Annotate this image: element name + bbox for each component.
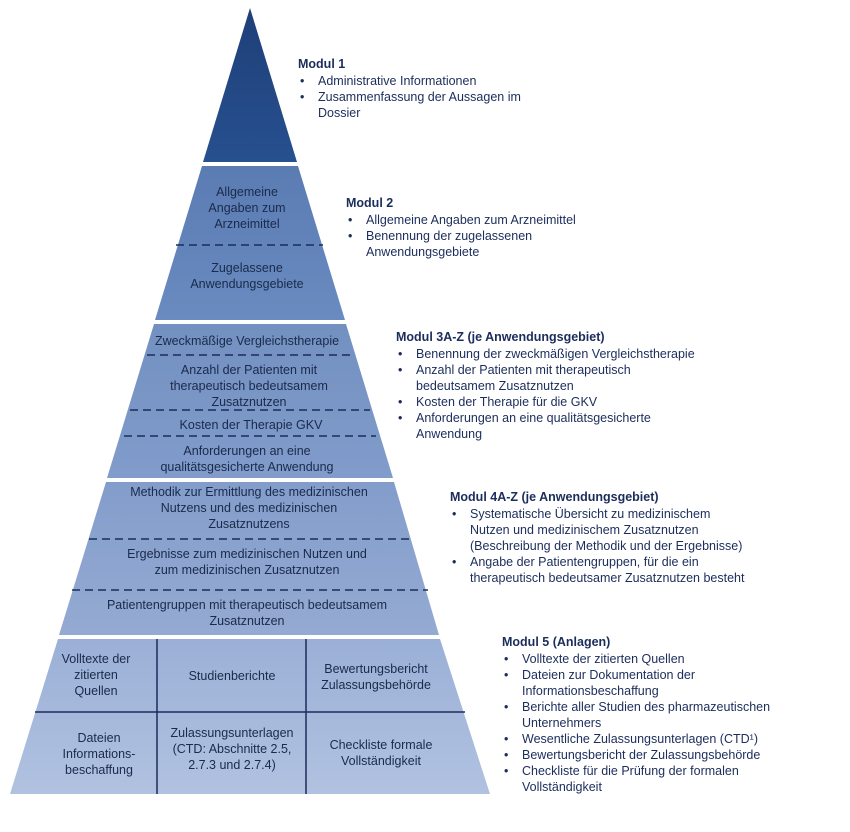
module-5-item: Dateien zur Dokumentation der Informatio…	[502, 667, 802, 699]
tier-4-box-3-label: Patientengruppen mit therapeutisch bedeu…	[107, 598, 387, 628]
pyramid-label-line: Arzneimittel	[214, 217, 279, 231]
pyramid-label-line: Anforderungen an eine	[183, 444, 310, 458]
pyramid-label-line: Dateien	[77, 731, 120, 745]
module-2-title: Modul 2	[346, 196, 394, 210]
module-1-panel: Modul 1 Administrative Informationen Zus…	[298, 56, 558, 121]
module-3-item: Kosten der Therapie für die GKV	[396, 394, 696, 410]
pyramid-label-line: Methodik zur Ermittlung des medizinische…	[130, 485, 368, 499]
module-4-title: Modul 4A-Z (je Anwendungsgebiet)	[450, 490, 659, 504]
pyramid-label-line: Zusatznutzen	[209, 614, 284, 628]
tier-4-box-2-label: Ergebnisse zum medizinischen Nutzen und z…	[127, 547, 367, 577]
pyramid-label-line: Bewertungsbericht	[324, 662, 428, 676]
module-1-item: Zusammenfassung der Aussagen im Dossier	[298, 89, 558, 121]
pyramid-label-line: 2.7.3 und 2.7.4)	[188, 758, 276, 772]
pyramid-label-line: therapeutisch bedeutsamem	[170, 379, 328, 393]
module-5-item: Wesentliche Zulassungsunterlagen (CTD¹)	[502, 731, 802, 747]
pyramid-label-line: Zweckmäßige Vergleichstherapie	[155, 334, 339, 348]
pyramid-label-line: Quellen	[74, 684, 117, 698]
pyramid-label-line: Studienberichte	[189, 669, 276, 683]
pyramid-label-line: Vollständigkeit	[341, 754, 421, 768]
module-2-item: Allgemeine Angaben zum Arzneimittel	[346, 212, 616, 228]
module-4-panel: Modul 4A-Z (je Anwendungsgebiet) Systema…	[450, 489, 750, 586]
pyramid-label-line: Angaben zum	[208, 201, 285, 215]
pyramid-label-line: Patientengruppen mit therapeutisch bedeu…	[107, 598, 387, 612]
pyramid-label-line: Volltexte der	[62, 652, 131, 666]
module-2-list: Allgemeine Angaben zum Arzneimittel Bene…	[346, 212, 616, 260]
pyramid-label-line: Zulassungsbehörde	[321, 678, 431, 692]
module-2-item: Benennung der zugelassenen Anwendungsgeb…	[346, 228, 616, 260]
module-3-item: Anzahl der Patienten mit therapeutisch b…	[396, 362, 696, 394]
module-3-list: Benennung der zweckmäßigen Vergleichsthe…	[396, 346, 696, 442]
pyramid-label-line: Zusatznutzens	[208, 517, 289, 531]
module-5-panel: Modul 5 (Anlagen) Volltexte der zitierte…	[502, 634, 802, 795]
pyramid-tier-4	[59, 482, 439, 635]
module-1-list: Administrative Informationen Zusammenfas…	[298, 73, 558, 121]
module-4-item: Angabe der Patientengruppen, für die ein…	[450, 554, 750, 586]
tier-4-box-1-label: Methodik zur Ermittlung des medizinische…	[130, 485, 368, 531]
pyramid-tier-5	[10, 639, 490, 794]
module-5-item: Bewertungsbericht der Zulassungsbehörde	[502, 747, 802, 763]
module-2-panel: Modul 2 Allgemeine Angaben zum Arzneimit…	[346, 195, 616, 260]
pyramid-label-line: Allgemeine	[216, 185, 278, 199]
module-5-item: Volltexte der zitierten Quellen	[502, 651, 802, 667]
pyramid-label-line: Zulassungsunterlagen	[171, 726, 294, 740]
tier-5-cell-5-label: Zulassungsunterlagen (CTD: Abschnitte 2.5…	[171, 726, 294, 772]
pyramid-label-line: beschaffung	[65, 763, 133, 777]
pyramid-tier-3	[107, 324, 393, 478]
pyramid-label-line: Nutzens und des medizinischen	[161, 501, 338, 515]
module-3-item: Anforderungen an eine qualitätsgesichert…	[396, 410, 696, 442]
tier-3-box-2-label: Anzahl der Patienten mit therapeutisch be…	[170, 363, 328, 409]
module-4-item: Systematische Übersicht zu medizinischem…	[450, 506, 750, 554]
module-3-title: Modul 3A-Z (je Anwendungsgebiet)	[396, 330, 605, 344]
module-5-list: Volltexte der zitierten Quellen Dateien …	[502, 651, 802, 795]
pyramid-label-line: Informations-	[63, 747, 136, 761]
module-3-panel: Modul 3A-Z (je Anwendungsgebiet) Benennu…	[396, 329, 696, 442]
tier-5-cell-2-label: Studienberichte	[189, 669, 276, 683]
module-3-item: Benennung der zweckmäßigen Vergleichsthe…	[396, 346, 696, 362]
pyramid-label-line: Anzahl der Patienten mit	[181, 363, 318, 377]
module-5-title: Modul 5 (Anlagen)	[502, 635, 611, 649]
module-1-item: Administrative Informationen	[298, 73, 558, 89]
pyramid-label-line: Zusatznutzen	[211, 395, 286, 409]
pyramid-label-line: qualitätsgesicherte Anwendung	[160, 460, 333, 474]
tier-3-box-3-label: Kosten der Therapie GKV	[180, 418, 324, 432]
module-1-title: Modul 1	[298, 57, 346, 71]
pyramid-tier-1	[203, 8, 297, 162]
pyramid-label-line: Anwendungsgebiete	[190, 277, 303, 291]
pyramid-tier-2	[155, 166, 345, 320]
pyramid-label-line: Kosten der Therapie GKV	[180, 418, 324, 432]
pyramid-label-line: zum medizinischen Zusatznutzen	[155, 563, 340, 577]
module-5-item: Checkliste für die Prüfung der formalen …	[502, 763, 802, 795]
tier-3-box-1-label: Zweckmäßige Vergleichstherapie	[155, 334, 339, 348]
module-4-list: Systematische Übersicht zu medizinischem…	[450, 506, 750, 586]
tier-3-box-4-label: Anforderungen an eine qualitätsgesicherte…	[160, 444, 333, 474]
pyramid-label-line: zitierten	[74, 668, 118, 682]
module-5-item: Berichte aller Studien des pharmazeutisc…	[502, 699, 802, 731]
pyramid-label-line: (CTD: Abschnitte 2.5,	[173, 742, 292, 756]
pyramid-label-line: Checkliste formale	[330, 738, 433, 752]
pyramid-label-line: Ergebnisse zum medizinischen Nutzen und	[127, 547, 367, 561]
pyramid-label-line: Zugelassene	[211, 261, 283, 275]
